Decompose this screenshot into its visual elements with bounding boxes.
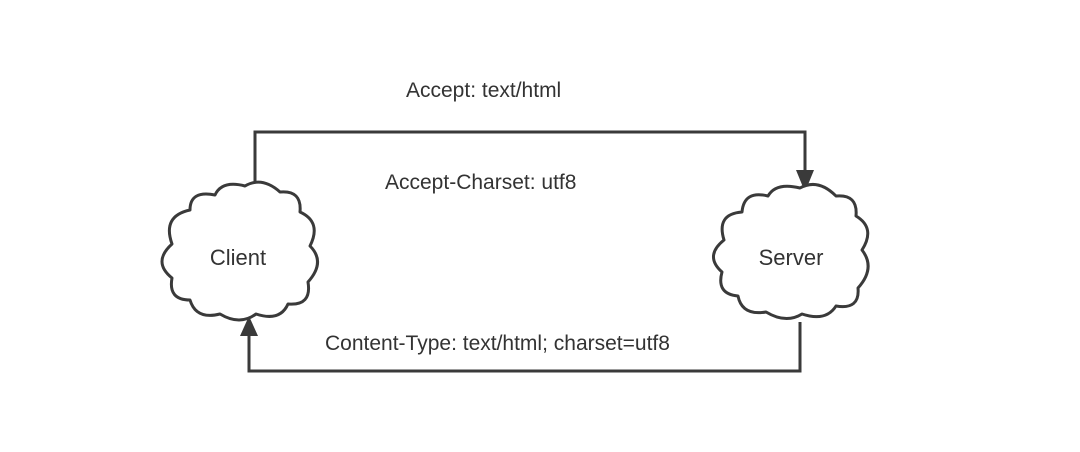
request-line: [253, 130, 807, 196]
request-connector: [253, 130, 814, 196]
server-node: Server: [712, 182, 870, 320]
accept-charset-header-label: Accept-Charset: utf8: [385, 171, 576, 194]
client-node: Client: [160, 180, 319, 322]
request-arrowhead: [796, 170, 814, 192]
response-line: [247, 322, 802, 373]
response-connector: [240, 316, 802, 373]
client-cloud-icon: [160, 180, 319, 322]
response-arrowhead: [240, 316, 258, 336]
content-type-header-label: Content-Type: text/html; charset=utf8: [325, 332, 670, 355]
accept-header-label: Accept: text/html: [406, 79, 561, 102]
server-label: Server: [759, 245, 824, 270]
server-cloud-icon: [712, 182, 870, 320]
client-label: Client: [210, 245, 266, 270]
